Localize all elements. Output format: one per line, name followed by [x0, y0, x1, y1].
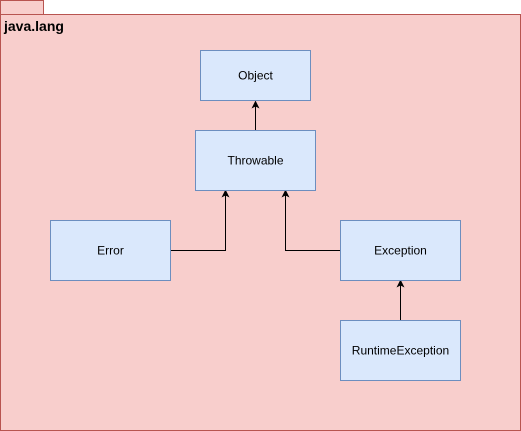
class-object[interactable]: Object	[200, 50, 311, 101]
connectors	[170, 100, 405, 320]
class-object-label: Object	[238, 69, 273, 83]
class-runtime-exception[interactable]: RuntimeException	[340, 320, 461, 381]
class-error-label: Error	[97, 244, 124, 258]
class-throwable-label: Throwable	[227, 154, 283, 168]
class-exception-label: Exception	[374, 244, 427, 258]
class-exception-box	[340, 220, 461, 281]
package-title: java.lang	[3, 18, 64, 34]
class-throwable[interactable]: Throwable	[195, 130, 316, 191]
exception-to-throwable-arrow	[281, 189, 340, 251]
class-runtime-exception-box	[340, 320, 461, 381]
class-exception[interactable]: Exception	[340, 220, 461, 281]
class-error[interactable]: Error	[50, 220, 171, 281]
class-throwable-box	[195, 130, 316, 191]
class-error-box	[50, 220, 171, 281]
class-runtime-exception-label: RuntimeException	[352, 344, 449, 358]
class-object-box	[200, 50, 311, 101]
error-to-throwable-arrow	[170, 189, 230, 251]
package-tab	[0, 0, 44, 15]
